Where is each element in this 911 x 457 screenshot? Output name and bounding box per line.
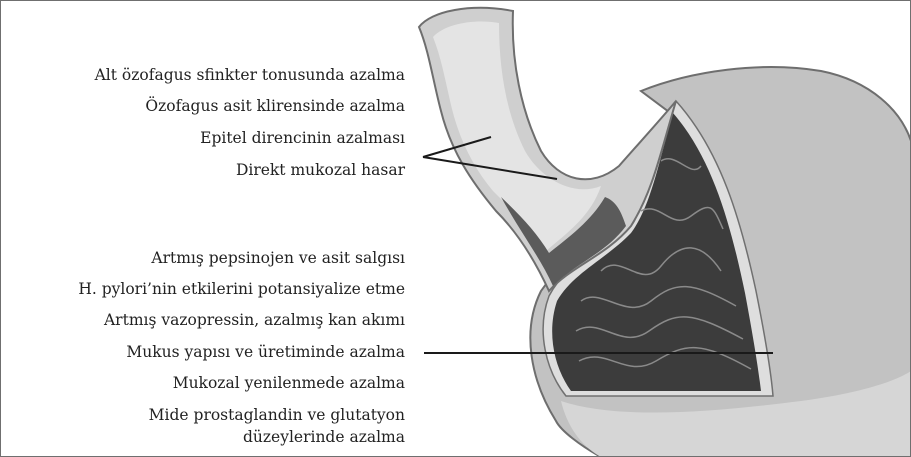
label-direkt-mukozal-hasar: Direkt mukozal hasar (236, 161, 405, 179)
label-mukus-yapisi: Mukus yapısı ve üretiminde azalma (126, 343, 405, 361)
label-ozofagus-asit-klirensi: Özofagus asit klirensinde azalma (145, 97, 405, 115)
label-prostaglandin-glutatyon-cont: düzeylerinde azalma (243, 428, 405, 446)
label-prostaglandin-glutatyon: Mide prostaglandin ve glutatyon (149, 406, 405, 424)
label-epitel-direnci: Epitel direncinin azalması (200, 129, 405, 147)
label-alt-ozofagus-sfinkter: Alt özofagus sfinkter tonusunda azalma (95, 66, 405, 84)
label-mukozal-yenilenme: Mukozal yenilenmede azalma (173, 374, 405, 392)
label-h-pylori: H. pylori’nin etkilerini potansiyalize e… (78, 280, 405, 298)
label-vazopressin: Artmış vazopressin, azalmış kan akımı (104, 311, 405, 329)
label-pepsinojen-asit: Artmış pepsinojen ve asit salgısı (151, 249, 405, 267)
